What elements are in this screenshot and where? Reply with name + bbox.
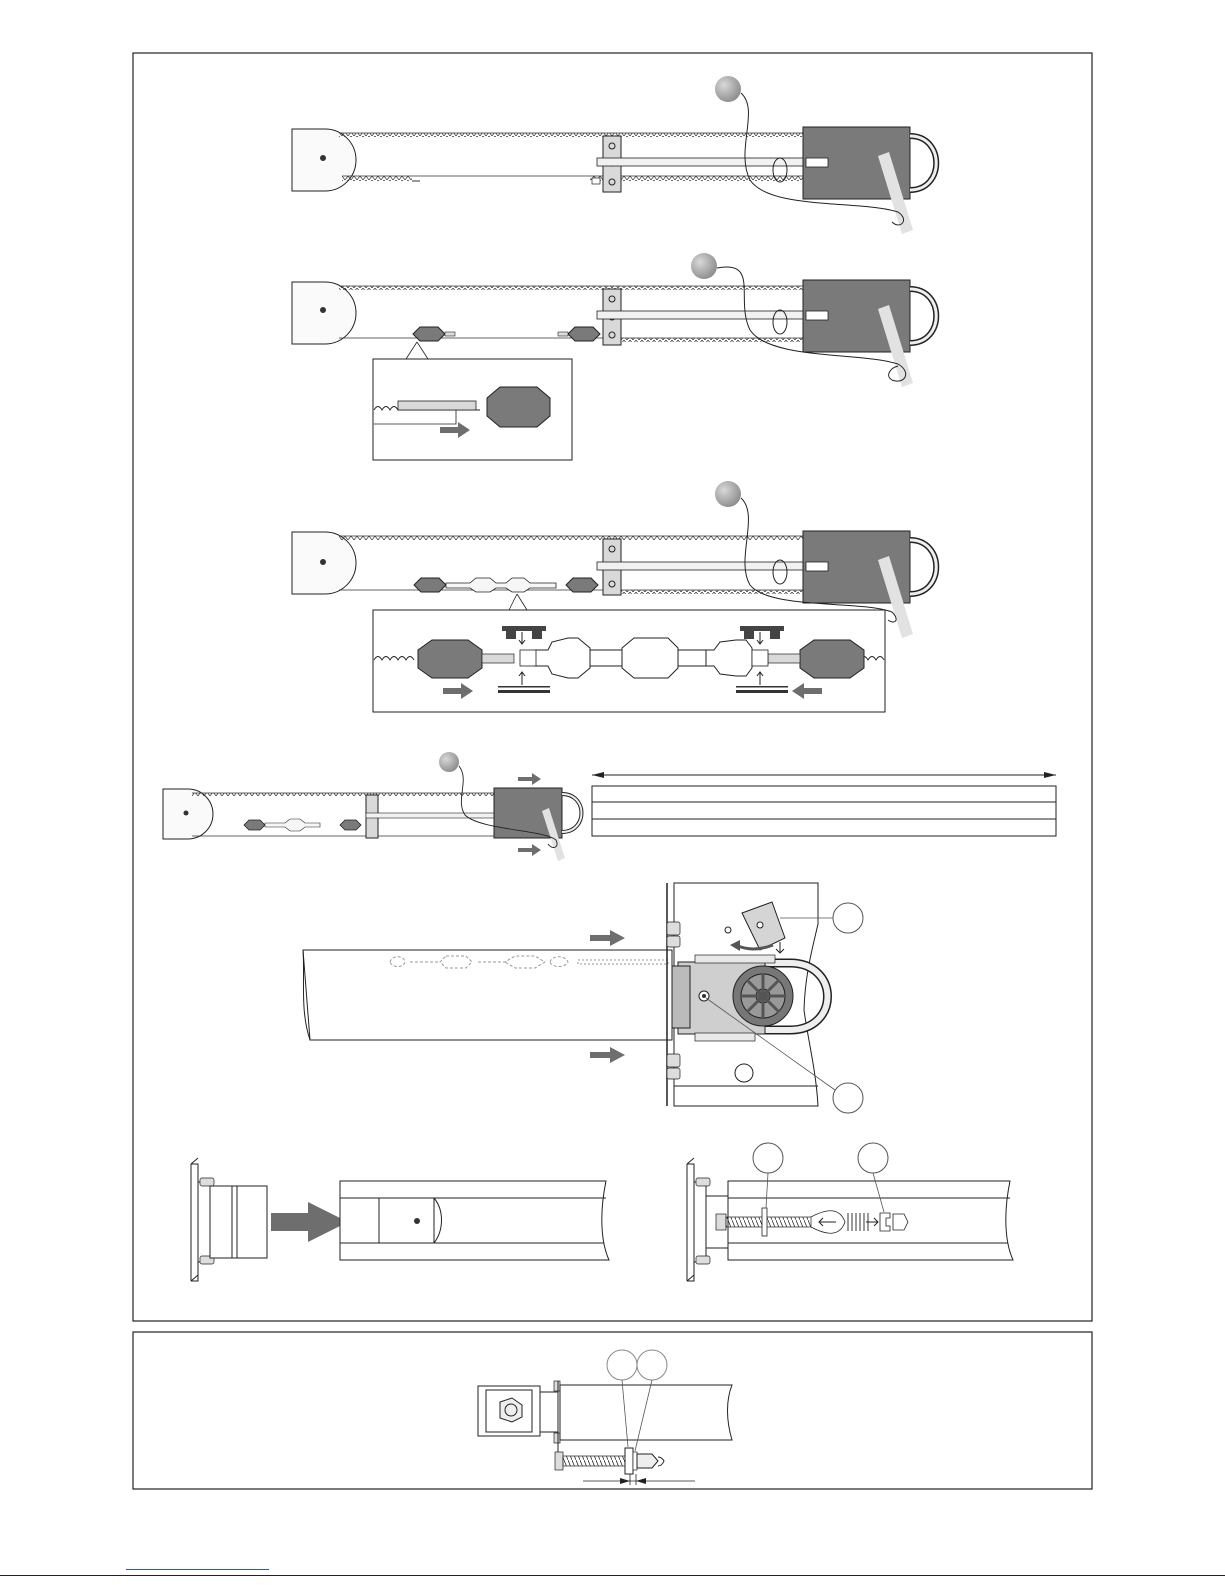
step-7-figure xyxy=(687,1143,1013,1281)
toothed-belt xyxy=(339,133,809,137)
step-4-figure xyxy=(163,752,1056,861)
toothed-belt xyxy=(339,286,809,290)
insert-arrow-bottom xyxy=(590,1047,625,1063)
callout-e xyxy=(607,1350,637,1380)
insert-arrow xyxy=(271,1202,348,1242)
reference-ball xyxy=(715,76,741,102)
reference-ball xyxy=(691,253,717,279)
callout-f xyxy=(637,1350,667,1380)
belt-clamp-right xyxy=(568,327,600,341)
tension-bolt xyxy=(726,1217,811,1227)
clip-top-left xyxy=(502,626,546,631)
end-bracket xyxy=(191,1164,198,1281)
footer-link-underline[interactable] xyxy=(126,1569,269,1570)
clamp-detail xyxy=(487,387,550,427)
step-8-figure xyxy=(478,1350,732,1485)
step-3-figure xyxy=(292,481,936,712)
belt-clamp-left xyxy=(413,327,445,341)
step-2-figure xyxy=(292,253,936,460)
belt-clamp-right xyxy=(566,578,598,592)
clip-top-right xyxy=(740,626,784,631)
callout-a xyxy=(833,903,863,933)
insert-arrow-top xyxy=(590,930,625,946)
clip-bottom-right xyxy=(736,690,788,693)
footer-rule xyxy=(0,1575,1225,1576)
clip-bottom-left xyxy=(498,690,550,693)
arrow-top xyxy=(518,773,541,785)
step-5-figure xyxy=(303,883,863,1113)
end-pulley xyxy=(292,282,356,344)
reference-ball xyxy=(439,752,459,772)
step-6-figure xyxy=(191,1158,609,1281)
arrow-bottom xyxy=(518,844,541,856)
callout-c xyxy=(753,1143,783,1173)
belt-clamp-left xyxy=(414,578,446,592)
callout-d xyxy=(858,1143,888,1173)
callout-b xyxy=(833,1083,863,1113)
step-1-figure xyxy=(292,76,936,234)
rail-sections xyxy=(592,786,1056,836)
tension-adjustment xyxy=(560,1385,732,1440)
reference-ball xyxy=(715,481,741,507)
toothed-belt xyxy=(339,536,809,540)
